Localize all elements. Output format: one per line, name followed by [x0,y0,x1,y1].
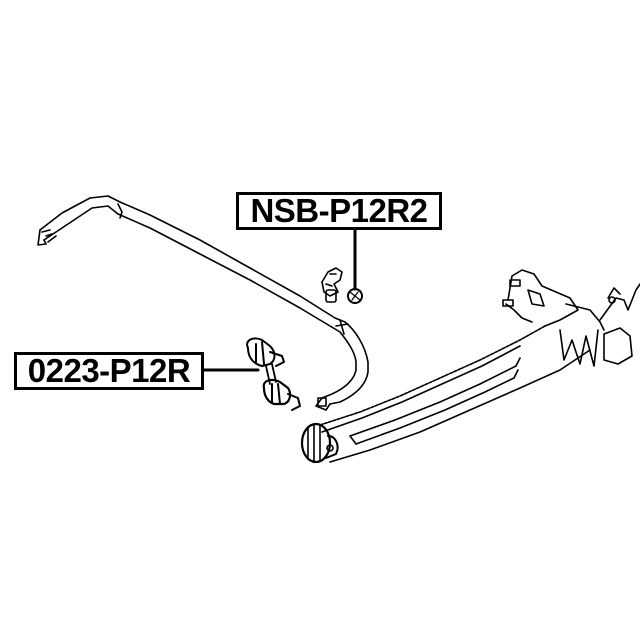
part-number-text: NSB-P12R2 [250,192,428,229]
part-number-text: 0223-P12R [27,352,191,389]
stabilizer-link [246,337,301,411]
part-label-0223-p12r[interactable]: 0223-P12R [14,352,204,390]
trailing-arm [300,325,591,464]
stabilizer-bar [37,195,369,411]
axle-bracket [502,269,640,367]
part-label-nsb-p12r2[interactable]: NSB-P12R2 [236,192,442,230]
